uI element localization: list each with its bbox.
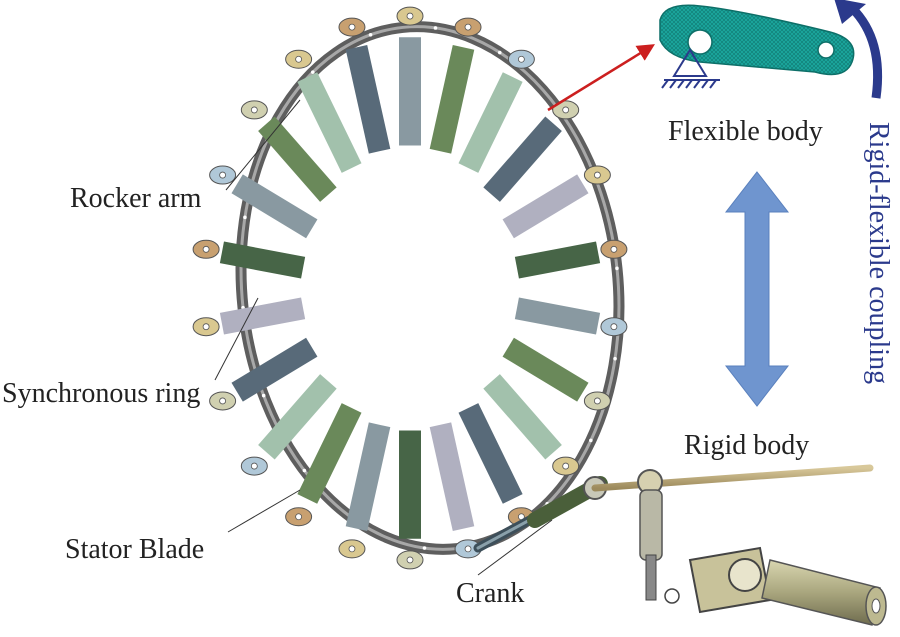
rocker-arm-hole: [202, 245, 210, 253]
rocker-arm-hole: [295, 513, 303, 521]
rocker-arm-hole: [250, 462, 258, 470]
stator-blade: [345, 44, 391, 154]
synchronous-ring-label: Synchronous ring: [2, 378, 201, 409]
push-rod: [591, 464, 874, 492]
stator-blade: [458, 403, 523, 504]
flexible-pointer-arrow: [547, 44, 655, 112]
ring-bolt: [261, 393, 266, 398]
ring-bolt: [302, 468, 307, 473]
stator-blade-shade: [517, 308, 598, 323]
stator-blade-shade: [508, 347, 583, 392]
rocker-arm-hole: [348, 23, 356, 31]
stator-blade-shade: [307, 77, 351, 168]
flexible-body-part: [659, 4, 855, 89]
ring-bolt: [433, 26, 438, 30]
rocker-arm-hole: [219, 171, 227, 179]
rocker-arm-hole: [562, 462, 570, 470]
rocker-arm-hole: [610, 323, 618, 331]
leader-lines: [214, 99, 553, 576]
stator-blade: [231, 174, 318, 239]
stator-blade: [514, 297, 601, 335]
stator-blade-label: Stator Blade: [65, 534, 205, 565]
rocker-arm-hole: [250, 106, 258, 114]
ring-bolt: [497, 50, 502, 55]
stator-blade-shade: [222, 252, 303, 267]
stator-blade: [429, 44, 475, 154]
rocker-arm-hole: [517, 55, 525, 63]
stator-blade: [502, 337, 589, 402]
stator-blade: [231, 337, 318, 402]
stator-blade: [219, 241, 306, 279]
rocker-arm-hole: [202, 323, 210, 331]
stator-blade-shade: [307, 408, 351, 499]
rocker-arm-hole: [464, 23, 472, 31]
stator-blade-shade: [508, 184, 583, 229]
curved-arrow-icon: [834, 0, 883, 99]
fixed-support-icon: [661, 48, 720, 89]
coupling-label: Rigid-flexible coupling: [863, 122, 894, 385]
stator-blade-shade: [266, 124, 328, 195]
stator-blade-shade: [492, 124, 554, 195]
stator-blade: [429, 422, 475, 532]
stator-blade: [458, 72, 523, 173]
stator-blade-shade: [356, 425, 379, 529]
rocker-arm-hole: [593, 397, 601, 405]
crank-label: Crank: [456, 578, 525, 609]
stator-blade: [258, 116, 337, 202]
ring-bolt: [422, 546, 427, 550]
stator-blade-ring: [192, 6, 628, 570]
rocker-arm-hole: [295, 55, 303, 63]
ring-bolt: [368, 33, 373, 37]
stator-blade-shade: [468, 77, 512, 168]
rocker-arm-hole: [348, 545, 356, 553]
stator-blade: [502, 174, 589, 239]
ring-bolt: [615, 266, 619, 271]
ring-bolt: [310, 70, 315, 74]
stator-blade: [345, 422, 391, 532]
rigid-body-label: Rigid body: [684, 430, 810, 461]
rocker-arm-hole: [562, 106, 570, 114]
stator-blade: [297, 72, 362, 173]
stator-blade-shade: [492, 381, 554, 452]
rocker-arm-hole: [406, 12, 414, 20]
stator-blade-shade: [440, 47, 463, 151]
stator-blade: [483, 374, 562, 460]
stator-blade-shade: [440, 425, 463, 529]
synchronous-ring: [235, 21, 625, 555]
stator-blade-shade: [356, 47, 379, 151]
rocker-arm-hole: [219, 397, 227, 405]
stator-blade-shade: [517, 252, 598, 267]
ring-bolt: [613, 356, 617, 361]
stator-blade: [297, 403, 362, 504]
rigid-body-linkage: [473, 464, 887, 626]
rocker-arm-label: Rocker arm: [70, 183, 202, 214]
stator-blade-shade: [222, 308, 303, 323]
coupling-double-arrow: [724, 171, 790, 407]
stator-blade: [219, 297, 306, 335]
rocker-arm-hole: [610, 245, 618, 253]
stator-blade: [483, 116, 562, 202]
ring-bolt: [243, 215, 247, 220]
ring-bolt: [589, 438, 593, 443]
stator-blade-shade: [468, 408, 512, 499]
rocker-arm-hole: [464, 545, 472, 553]
rocker-arm-hole: [593, 171, 601, 179]
flexible-body-label: Flexible body: [668, 116, 823, 147]
stator-blade: [514, 241, 601, 279]
stator-blade: [258, 374, 337, 460]
rocker-arm-hole: [406, 556, 414, 564]
